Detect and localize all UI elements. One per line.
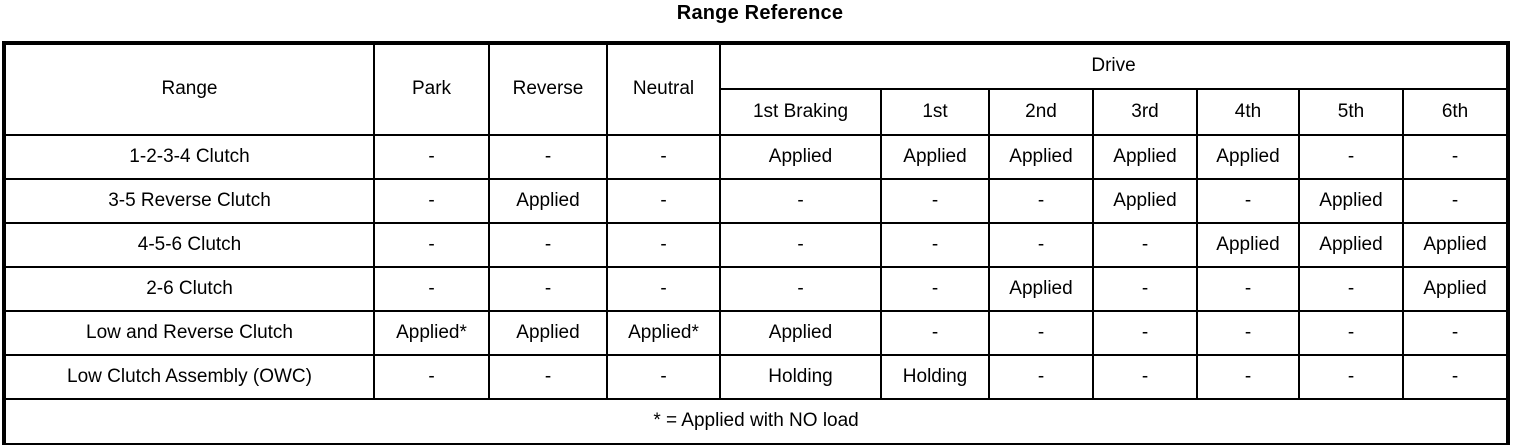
- cell-2nd: -: [988, 310, 1094, 356]
- table-footnote: * = Applied with NO load: [3, 398, 1509, 445]
- column-header-reverse: Reverse: [488, 43, 608, 136]
- row-label: 3-5 Reverse Clutch: [4, 178, 375, 224]
- column-group-header-drive: Drive: [718, 43, 1509, 90]
- cell-5th: Applied: [1298, 178, 1404, 224]
- table-header: Range Park Reverse Neutral Drive 1st Bra…: [4, 43, 1509, 136]
- column-header-range: Range: [4, 43, 375, 136]
- cell-reverse: Applied: [488, 310, 608, 356]
- cell-6th: -: [1401, 178, 1509, 224]
- cell-4th: -: [1196, 178, 1300, 224]
- cell-park: -: [373, 266, 490, 312]
- cell-neutral: -: [606, 354, 721, 400]
- range-reference-table: Range Park Reverse Neutral Drive 1st Bra…: [1, 41, 1511, 445]
- cell-2nd: Applied: [988, 266, 1094, 312]
- row-label: 2-6 Clutch: [4, 266, 375, 312]
- cell-park: -: [373, 178, 490, 224]
- cell-6th: -: [1401, 354, 1509, 400]
- cell-3rd: -: [1092, 310, 1198, 356]
- column-header-1st-braking: 1st Braking: [719, 88, 882, 136]
- cell-1st-braking: Applied: [719, 134, 882, 180]
- cell-1st-braking: -: [719, 222, 882, 268]
- column-header-1st: 1st: [880, 88, 990, 136]
- cell-2nd: -: [988, 178, 1094, 224]
- cell-park: -: [373, 354, 490, 400]
- cell-reverse: -: [488, 134, 608, 180]
- cell-neutral: -: [606, 266, 721, 312]
- row-label: 4-5-6 Clutch: [4, 222, 375, 268]
- table-row: Low and Reverse Clutch Applied* Applied …: [4, 310, 1509, 356]
- cell-5th: -: [1298, 134, 1404, 180]
- cell-5th: -: [1298, 354, 1404, 400]
- cell-1st: -: [880, 266, 990, 312]
- cell-3rd: -: [1092, 222, 1198, 268]
- cell-park: -: [373, 222, 490, 268]
- column-header-3rd: 3rd: [1092, 88, 1198, 136]
- column-header-5th: 5th: [1298, 88, 1404, 136]
- cell-4th: Applied: [1196, 134, 1300, 180]
- cell-reverse: Applied: [488, 178, 608, 224]
- cell-1st: -: [880, 310, 990, 356]
- cell-1st: Applied: [880, 134, 990, 180]
- column-header-6th: 6th: [1401, 88, 1509, 136]
- cell-6th: Applied: [1401, 222, 1509, 268]
- cell-3rd: -: [1092, 266, 1198, 312]
- cell-3rd: -: [1092, 354, 1198, 400]
- cell-neutral: -: [606, 222, 721, 268]
- row-label: Low Clutch Assembly (OWC): [4, 354, 375, 400]
- range-reference-table-container: Range Park Reverse Neutral Drive 1st Bra…: [1, 41, 1511, 445]
- table-row: 3-5 Reverse Clutch - Applied - - - - App…: [4, 178, 1509, 224]
- cell-park: -: [373, 134, 490, 180]
- table-body: 1-2-3-4 Clutch - - - Applied Applied App…: [3, 134, 1509, 445]
- cell-reverse: -: [488, 354, 608, 400]
- cell-1st-braking: Applied: [719, 310, 882, 356]
- cell-1st-braking: -: [719, 178, 882, 224]
- cell-neutral: -: [606, 178, 721, 224]
- cell-1st-braking: -: [719, 266, 882, 312]
- table-row: 2-6 Clutch - - - - - Applied - - - Appli…: [4, 266, 1509, 312]
- cell-2nd: -: [988, 222, 1094, 268]
- cell-2nd: Applied: [988, 134, 1094, 180]
- cell-neutral: Applied*: [606, 310, 721, 356]
- cell-1st: -: [880, 178, 990, 224]
- cell-1st: -: [880, 222, 990, 268]
- cell-6th: -: [1401, 134, 1509, 180]
- cell-6th: -: [1401, 310, 1509, 356]
- cell-2nd: -: [988, 354, 1094, 400]
- cell-1st-braking: Holding: [719, 354, 882, 400]
- cell-4th: -: [1196, 354, 1300, 400]
- header-row-sub: 1st Braking 1st 2nd 3rd 4th 5th 6th: [5, 88, 1509, 136]
- cell-4th: Applied: [1196, 222, 1300, 268]
- cell-reverse: -: [488, 222, 608, 268]
- cell-reverse: -: [488, 266, 608, 312]
- column-header-park: Park: [373, 43, 490, 136]
- column-header-2nd: 2nd: [988, 88, 1094, 136]
- table-row: 4-5-6 Clutch - - - - - - - Applied Appli…: [4, 222, 1509, 268]
- cell-6th: Applied: [1401, 266, 1509, 312]
- cell-neutral: -: [606, 134, 721, 180]
- column-header-4th: 4th: [1196, 88, 1300, 136]
- cell-5th: Applied: [1298, 222, 1404, 268]
- table-row: Low Clutch Assembly (OWC) - - - Holding …: [4, 354, 1509, 400]
- header-row-group: Range Park Reverse Neutral Drive: [4, 43, 1509, 136]
- cell-5th: -: [1298, 266, 1404, 312]
- row-label: 1-2-3-4 Clutch: [4, 134, 375, 180]
- cell-4th: -: [1196, 266, 1300, 312]
- footnote-row: * = Applied with NO load: [3, 398, 1509, 445]
- cell-3rd: Applied: [1092, 134, 1198, 180]
- column-header-neutral: Neutral: [606, 43, 721, 136]
- cell-park: Applied*: [373, 310, 490, 356]
- page-title: Range Reference: [676, 2, 844, 24]
- cell-1st: Holding: [880, 354, 990, 400]
- row-label: Low and Reverse Clutch: [4, 310, 375, 356]
- table-row: 1-2-3-4 Clutch - - - Applied Applied App…: [4, 134, 1509, 180]
- cell-3rd: Applied: [1092, 178, 1198, 224]
- cell-4th: -: [1196, 310, 1300, 356]
- cell-5th: -: [1298, 310, 1404, 356]
